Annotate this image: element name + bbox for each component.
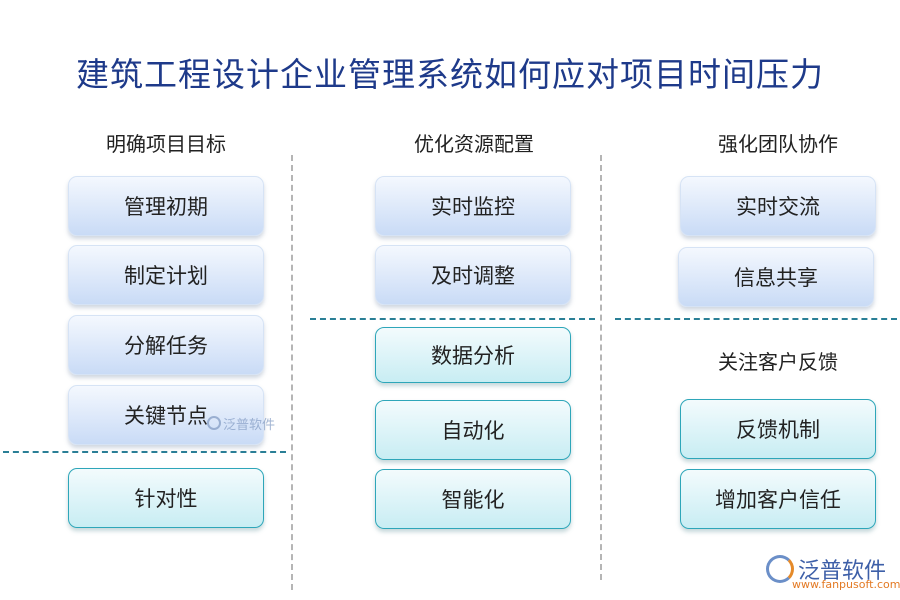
diagram-node: 智能化 [375,469,571,529]
page-title: 建筑工程设计企业管理系统如何应对项目时间压力 [76,55,824,94]
column-heading: 优化资源配置 [414,132,534,156]
diagram-node: 针对性 [68,468,264,528]
section-divider [3,451,286,453]
diagram-node: 关键节点 [68,385,264,445]
diagram-node: 反馈机制 [680,399,876,459]
watermark-icon [207,416,221,430]
watermark: 泛普软件 [207,414,275,433]
diagram-node: 分解任务 [68,315,264,375]
diagram-node: 增加客户信任 [680,469,876,529]
section-heading: 关注客户反馈 [718,350,838,374]
diagram-node: 自动化 [375,400,571,460]
section-divider [310,318,595,320]
section-divider [615,318,897,320]
column-divider [600,155,602,580]
column-heading: 强化团队协作 [718,132,838,156]
diagram-node: 数据分析 [375,327,571,383]
diagram-node: 管理初期 [68,176,264,236]
diagram-node: 及时调整 [375,245,571,305]
watermark-text: 泛普软件 [223,418,276,433]
column-heading: 明确项目目标 [106,132,226,156]
logo-url: www.fanpusoft.com [792,578,900,591]
logo-name: 泛普软件 [798,559,887,584]
diagram-node: 实时交流 [680,176,876,236]
brand-logo: 泛普软件 [766,553,886,585]
fanpu-logo-icon [766,555,794,583]
diagram-node: 实时监控 [375,176,571,236]
diagram-node: 信息共享 [678,247,874,307]
diagram-node: 制定计划 [68,245,264,305]
column-divider [291,155,293,590]
